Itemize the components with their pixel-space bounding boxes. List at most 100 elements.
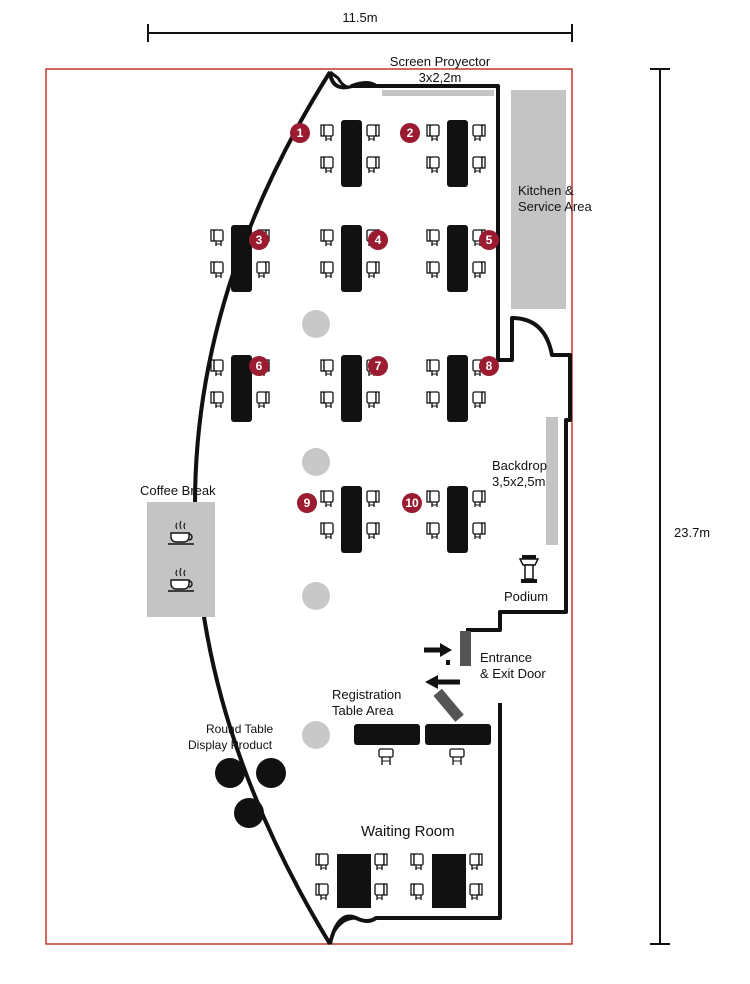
coffee-break-label: Coffee Break xyxy=(140,483,216,498)
chair-icon xyxy=(366,156,380,174)
chair-icon xyxy=(320,124,334,142)
conference-table-9: 9 xyxy=(297,486,380,553)
wall-notch-bottom xyxy=(328,916,357,945)
entrance-label-1: Entrance xyxy=(480,650,533,665)
kitchen-service-area xyxy=(511,90,566,309)
conference-table-6: 6 xyxy=(210,355,270,422)
grey-circle xyxy=(302,582,330,610)
table-number: 8 xyxy=(486,359,493,373)
chair-icon xyxy=(472,124,486,142)
chair-icon xyxy=(366,391,380,409)
screen-label: Screen Proyector xyxy=(389,54,491,69)
chair-icon xyxy=(472,490,486,508)
table-number: 10 xyxy=(405,496,419,510)
round-display-table xyxy=(256,758,286,788)
registration-label-2: Table Area xyxy=(332,703,394,718)
chair-icon xyxy=(366,490,380,508)
conference-table-2: 2 xyxy=(400,120,486,187)
table-number: 6 xyxy=(256,359,263,373)
registration-table xyxy=(425,724,491,766)
conference-table-3: 3 xyxy=(210,225,270,292)
chair-icon xyxy=(472,522,486,540)
round-table-label-2: Display Product xyxy=(188,738,273,752)
width-label: 11.5m xyxy=(342,10,378,25)
chair-icon xyxy=(426,124,440,142)
conference-tables: 1 2 3 4 5 6 7 8 9 10 xyxy=(210,120,499,553)
table-number-marker xyxy=(249,356,269,376)
chair-icon xyxy=(210,391,224,409)
table-number: 5 xyxy=(486,233,493,247)
venue-outline xyxy=(45,68,573,945)
chair-icon xyxy=(426,391,440,409)
waiting-table xyxy=(410,853,483,908)
chair-icon xyxy=(472,261,486,279)
chair-icon xyxy=(426,156,440,174)
chair-icon xyxy=(426,522,440,540)
screen-size-label: 3x2,2m xyxy=(418,70,462,85)
table-number-marker xyxy=(400,123,420,143)
chair-icon xyxy=(426,490,440,508)
chair-icon xyxy=(472,391,486,409)
table-number-marker xyxy=(479,356,499,376)
table-number: 9 xyxy=(304,496,311,510)
waiting-room-label: Waiting Room xyxy=(361,823,455,840)
width-dimension xyxy=(147,24,573,42)
chair-icon xyxy=(210,229,224,247)
wall-notch-top xyxy=(329,70,353,89)
conference-table-1: 1 xyxy=(290,120,380,187)
chair-icon xyxy=(426,261,440,279)
chair-icon xyxy=(320,156,334,174)
table-number-marker xyxy=(368,356,388,376)
table-number: 4 xyxy=(375,233,382,247)
table-number-marker xyxy=(368,230,388,250)
registration-table xyxy=(354,724,420,766)
chair-icon xyxy=(320,261,334,279)
table-number-marker xyxy=(479,230,499,250)
conference-table-10: 10 xyxy=(402,486,486,553)
exit-door xyxy=(433,688,464,722)
table-number-marker xyxy=(402,493,422,513)
entrance-door xyxy=(460,631,471,666)
arrow-right-icon xyxy=(424,643,452,657)
grey-circle xyxy=(302,310,330,338)
chair-icon xyxy=(320,359,334,377)
chair-icon xyxy=(320,229,334,247)
table-number: 7 xyxy=(375,359,382,373)
chair-icon xyxy=(320,522,334,540)
chair-icon xyxy=(472,156,486,174)
height-label: 23.7m xyxy=(674,525,711,540)
chair-icon xyxy=(210,359,224,377)
chair-icon xyxy=(426,229,440,247)
table-number: 1 xyxy=(297,126,304,140)
kitchen-label-1: Kitchen & xyxy=(518,183,574,198)
entrance-label-2: & Exit Door xyxy=(480,666,546,681)
grey-circle xyxy=(302,448,330,476)
podium-label: Podium xyxy=(504,589,549,604)
round-table-label-1: Round Table xyxy=(206,722,274,736)
backdrop-size-label: 3,5x2,5m xyxy=(492,474,546,489)
table-number: 3 xyxy=(256,233,263,247)
podium-icon xyxy=(518,555,540,583)
conference-table-7: 7 xyxy=(320,355,388,422)
chair-icon xyxy=(320,490,334,508)
chair-icon xyxy=(366,261,380,279)
coffee-break-area xyxy=(147,502,215,617)
registration-label-1: Registration xyxy=(332,687,402,702)
table-number-marker xyxy=(290,123,310,143)
round-display-table xyxy=(234,798,264,828)
arrow-left-icon xyxy=(425,675,460,689)
chair-icon xyxy=(210,261,224,279)
chair-icon xyxy=(320,391,334,409)
backdrop-label: Backdrop xyxy=(492,458,547,473)
height-dimension xyxy=(650,68,670,945)
kitchen-label-2: Service Area xyxy=(518,199,592,214)
chair-icon xyxy=(256,391,270,409)
screen-projector xyxy=(382,90,494,96)
waiting-table xyxy=(315,853,388,908)
table-number-marker xyxy=(297,493,317,513)
conference-table-8: 8 xyxy=(426,355,499,422)
table-number: 2 xyxy=(407,126,414,140)
chair-icon xyxy=(366,522,380,540)
grey-circle xyxy=(302,721,330,749)
